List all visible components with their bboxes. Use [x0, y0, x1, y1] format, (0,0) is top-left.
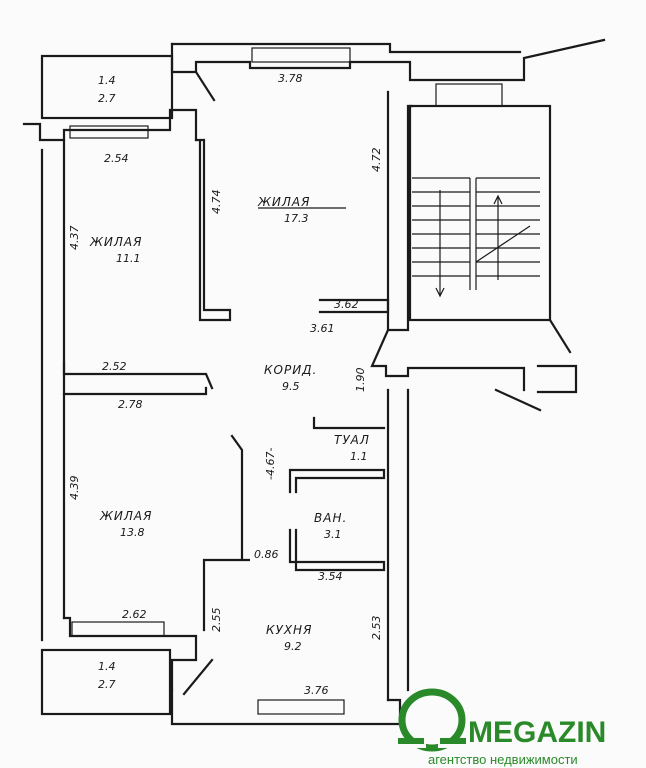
dim-437: 4.37 [68, 226, 81, 251]
staircase-outline [408, 104, 552, 322]
dim-253: 2.53 [370, 616, 383, 641]
stair-steps-left [412, 177, 471, 298]
room-corridor-area: 9.5 [282, 380, 300, 393]
room-corridor-name: КОРИД. [264, 363, 317, 377]
dim-354: 3.54 [318, 570, 343, 583]
wall-living-lower-bottom [62, 616, 198, 692]
balcony-top-outline [40, 54, 174, 120]
balcony-top-dim: 1.4 [98, 74, 116, 87]
room-living-main-name: ЖИЛАЯ [257, 195, 310, 209]
logo-brand-text: MEGAZIN [468, 716, 606, 749]
dim-378: 3.78 [278, 72, 303, 85]
stair-steps-right [475, 177, 540, 290]
balcony-top-area: 2.7 [98, 92, 116, 105]
staircase-door [548, 318, 572, 354]
room-living-main-area: 17.3 [284, 212, 309, 225]
toilet-top-wall [312, 416, 386, 430]
staircase-window [435, 83, 503, 107]
corridor-entry-wall [370, 328, 526, 392]
dimension-labels: 1.4 2.7 3.78 4.72 2.54 4.74 4.37 3.62 3.… [68, 72, 383, 697]
dim-467: -4.67- [264, 448, 277, 480]
kitchen-bottom-wall [170, 688, 402, 726]
room-bath-name: ВАН. [314, 511, 347, 525]
toilet-bottom-wall [288, 468, 386, 494]
dim-439: 4.39 [68, 476, 81, 501]
room-living-left-area: 11.1 [116, 252, 141, 265]
dim-361: 3.61 [310, 322, 335, 335]
room-toilet-name: ТУАЛ [334, 433, 370, 447]
room-living-lower-area: 13.8 [120, 526, 145, 539]
entry-door [494, 388, 542, 412]
room-living-lower-name: ЖИЛАЯ [99, 509, 152, 523]
window-living-lower [71, 621, 165, 637]
dim-255: 2.55 [210, 608, 223, 633]
room-bath-area: 3.1 [324, 528, 342, 541]
logo-omega-icon [398, 688, 466, 752]
room-labels: ЖИЛАЯ 17.3 ЖИЛАЯ 11.1 КОРИД. 9.5 ТУАЛ 1.… [89, 195, 370, 653]
wall-above-living-lower [62, 386, 208, 396]
window-kitchen [257, 699, 345, 715]
kitchen-balcony-door [182, 658, 214, 696]
wall-living-main-bottom [318, 298, 390, 314]
dim-252: 2.52 [102, 360, 127, 373]
balcony-bottom-area: 2.7 [98, 678, 116, 691]
dim-190: 1.90 [354, 368, 367, 393]
top-exterior-wall [170, 38, 606, 82]
window-left-top [69, 125, 149, 139]
dim-278: 2.78 [118, 398, 143, 411]
room-kitchen-name: КУХНЯ [266, 623, 312, 637]
balcony-bottom-dim: 1.4 [98, 660, 116, 673]
dim-086: 0.86 [254, 548, 279, 561]
wall-living-lower-kitchen [202, 434, 250, 632]
logo-omega-foot-left [398, 738, 424, 744]
room-toilet-area: 1.1 [350, 450, 368, 463]
corridor-right-stub [536, 364, 578, 394]
dim-376: 3.76 [304, 684, 329, 697]
bath-bottom-wall [288, 528, 386, 572]
dim-362: 3.62 [334, 298, 359, 311]
dim-262: 2.62 [122, 608, 147, 621]
living-main-balcony-door [194, 70, 216, 102]
room-living-left-name: ЖИЛАЯ [89, 235, 142, 249]
dim-472: 4.72 [370, 148, 383, 173]
left-top-wall [22, 108, 198, 142]
balcony-bottom-outline [40, 648, 172, 716]
wall-under-living-left [62, 360, 214, 390]
top-parapet [170, 42, 522, 54]
dim-474: 4.74 [210, 190, 223, 215]
window-top-main [251, 47, 351, 63]
brand-logo: MEGAZIN агентство недвижимости [398, 688, 606, 767]
dim-254: 2.54 [104, 152, 129, 165]
logo-omega-foot-right [440, 738, 466, 744]
logo-subtitle: агентство недвижимости [428, 752, 578, 767]
walls [22, 38, 606, 726]
wall-living-left-main [194, 138, 232, 322]
room-kitchen-area: 9.2 [284, 640, 302, 653]
wall-living-main-right [386, 90, 414, 332]
